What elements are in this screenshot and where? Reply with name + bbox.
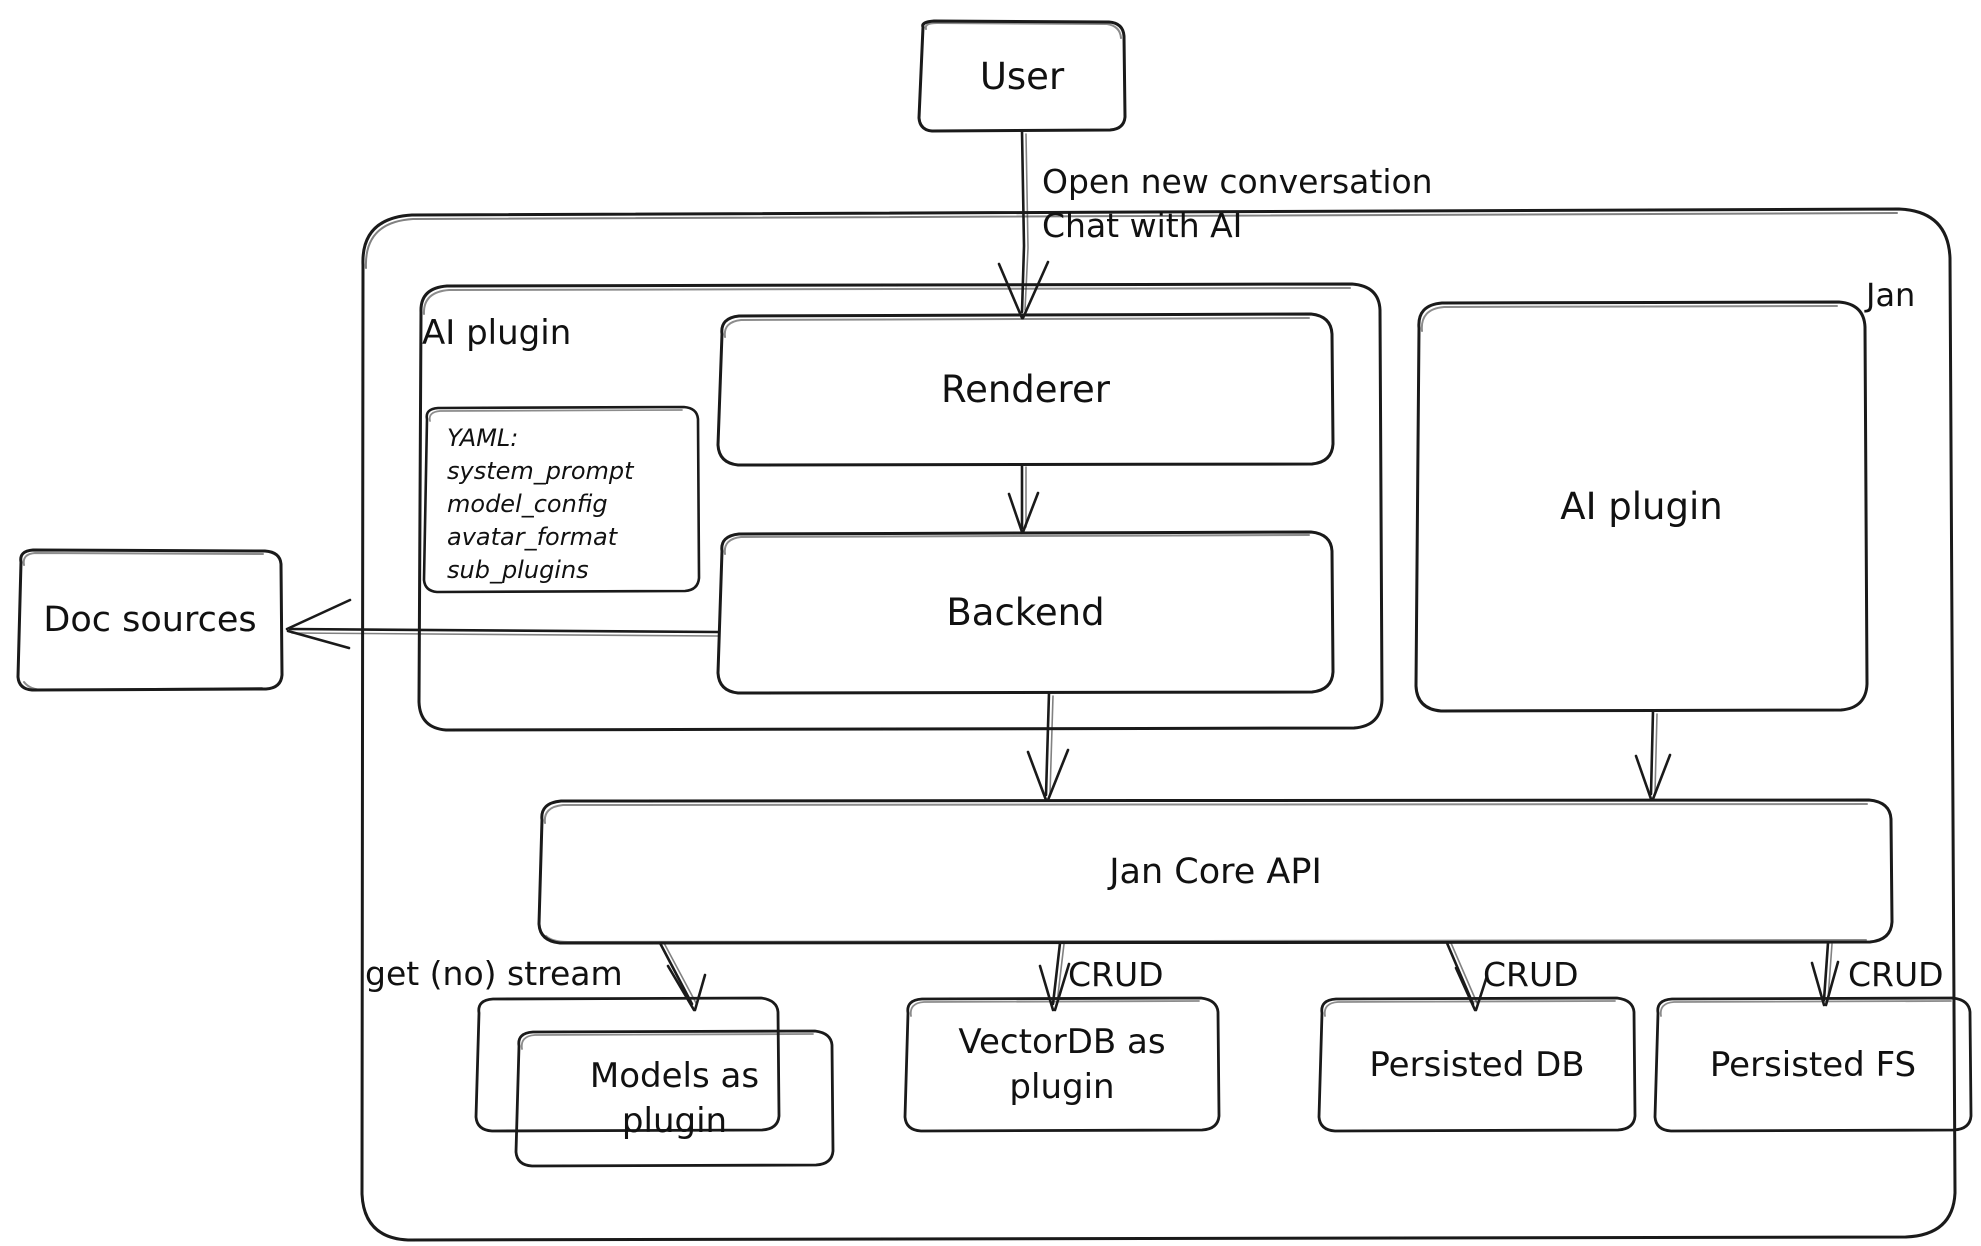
edge-label-crud-persisted-db: CRUD — [1483, 955, 1579, 994]
container-title-ai-plugin-group: AI plugin — [422, 313, 572, 353]
edge-label-crud-vectordb: CRUD — [1068, 955, 1164, 994]
edge-label-user-to-renderer: Open new conversation Chat with AI — [1042, 162, 1433, 245]
node-yaml-config: YAML: system_prompt model_config avatar_… — [447, 424, 634, 585]
edge-label-crud-persisted-fs: CRUD — [1848, 955, 1944, 994]
container-title-jan: Jan — [1866, 276, 1916, 314]
edge-label-get-no-stream: get (no) stream — [365, 954, 623, 993]
